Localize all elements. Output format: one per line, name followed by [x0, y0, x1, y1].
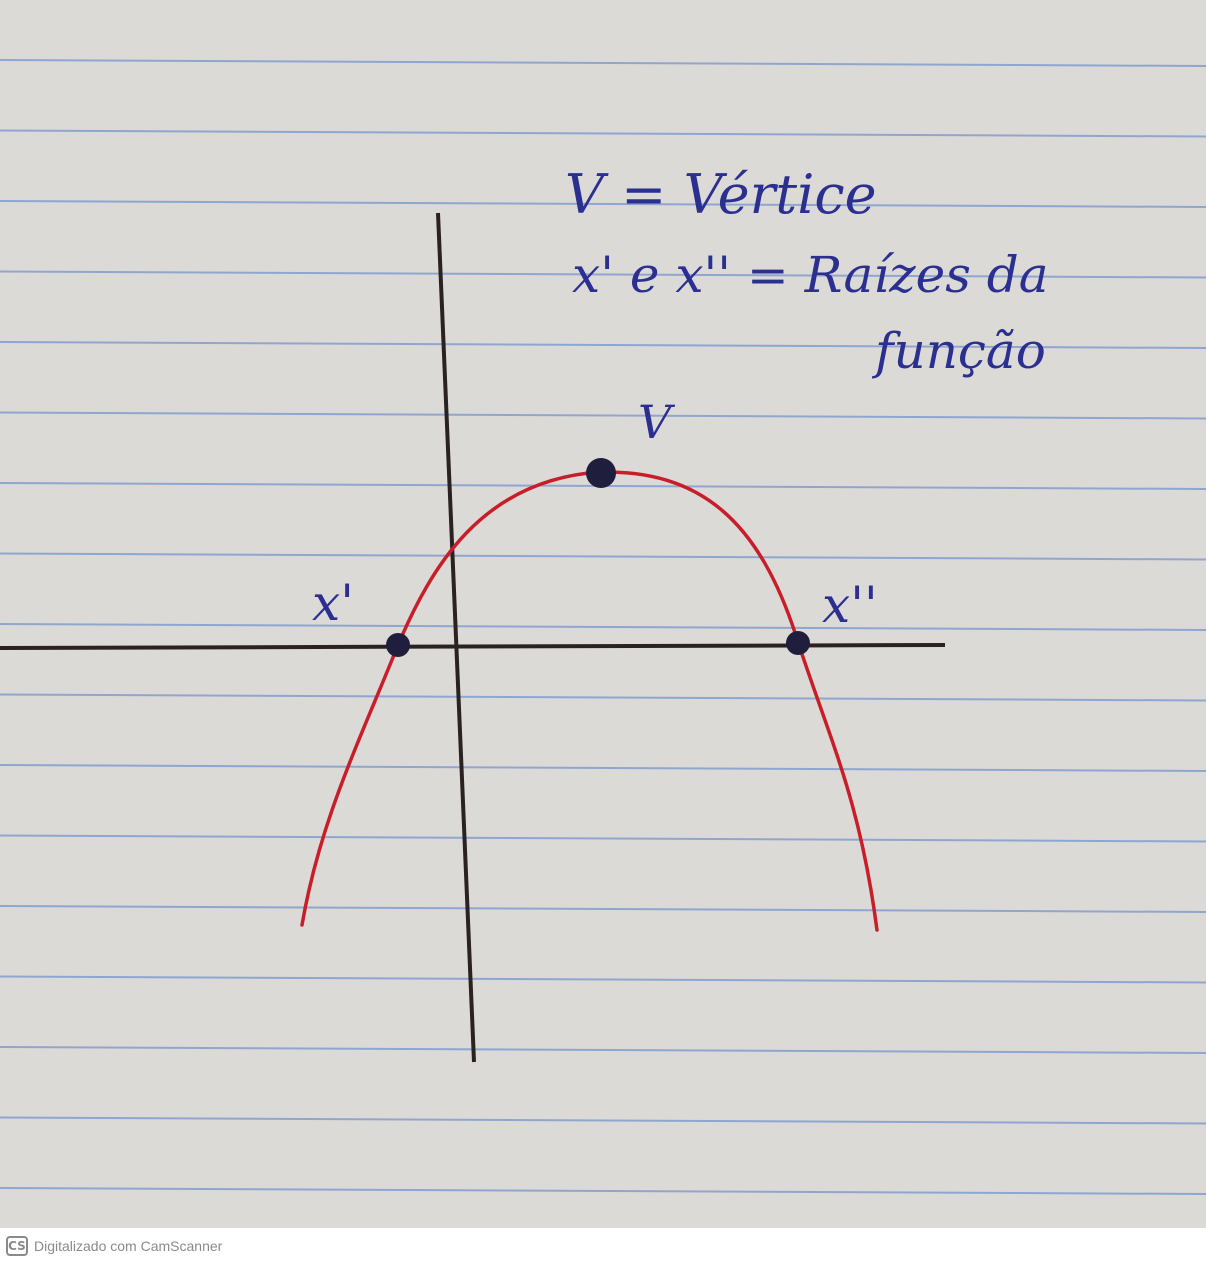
parabola-curve [300, 470, 879, 932]
notebook-paper: V x' x'' V = Vértice x' e x'' = Raízes d… [0, 0, 1206, 1228]
ruled-line [0, 1046, 1206, 1054]
legend-line-3: função [871, 322, 1046, 380]
legend-line-2: x' e x'' = Raízes da [572, 246, 1049, 304]
ruled-line [0, 59, 1206, 67]
ruled-line [0, 200, 1206, 208]
ruled-line [0, 623, 1206, 631]
ruled-line [0, 905, 1206, 913]
footer-text: Digitalizado com CamScanner [34, 1237, 223, 1254]
ruled-line [0, 764, 1206, 772]
ruled-line [0, 270, 1206, 279]
root-right-label: x'' [822, 576, 878, 634]
root-right-point [786, 631, 810, 655]
root-left-label: x' [312, 574, 354, 632]
ruled-line [0, 129, 1206, 138]
ruled-line [0, 975, 1206, 984]
y-axis [436, 212, 476, 1063]
ruled-line [0, 411, 1206, 420]
legend-line-1: V = Vértice [565, 163, 877, 226]
scanner-footer: CS Digitalizado com CamScanner [0, 1228, 1206, 1263]
vertex-label: V [638, 395, 676, 449]
camscanner-logo-icon: CS [6, 1235, 28, 1256]
ruled-line [0, 693, 1206, 702]
ruled-line [0, 341, 1206, 349]
parabola-sketch: V x' x'' V = Vértice x' e x'' = Raízes d… [0, 163, 1049, 1063]
ruled-line [0, 1187, 1206, 1195]
ruled-line [0, 1116, 1206, 1125]
root-left-point [386, 633, 410, 657]
ruled-line [0, 552, 1206, 561]
ruled-line [0, 834, 1206, 843]
vertex-point [586, 458, 616, 488]
ruled-lines [0, 59, 1206, 1195]
